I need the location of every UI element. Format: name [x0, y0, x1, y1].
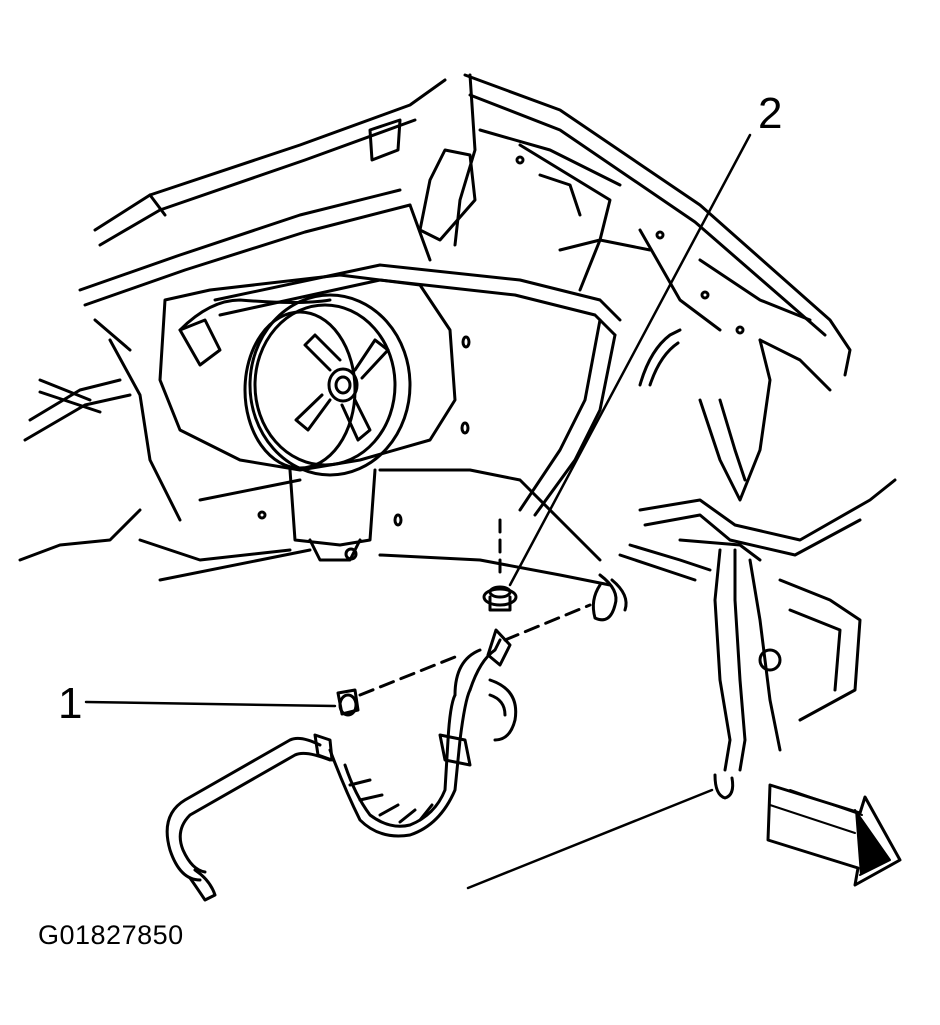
leader-line-lower	[468, 790, 712, 888]
frame-rail	[420, 75, 850, 390]
fittings	[338, 587, 516, 715]
right-bracket	[620, 340, 940, 860]
callout-1-label: 1	[58, 679, 83, 728]
leader-line-2	[510, 135, 750, 585]
compressor	[160, 275, 455, 560]
leader-line-1	[86, 702, 335, 706]
ac-hoses	[167, 300, 680, 900]
leader-lines	[86, 135, 750, 888]
direction-arrow-icon	[768, 785, 900, 885]
cowl-structure	[20, 80, 445, 560]
callout-2-label: 2	[758, 89, 783, 138]
figure-id: G01827850	[38, 920, 184, 950]
install-path	[360, 520, 590, 695]
